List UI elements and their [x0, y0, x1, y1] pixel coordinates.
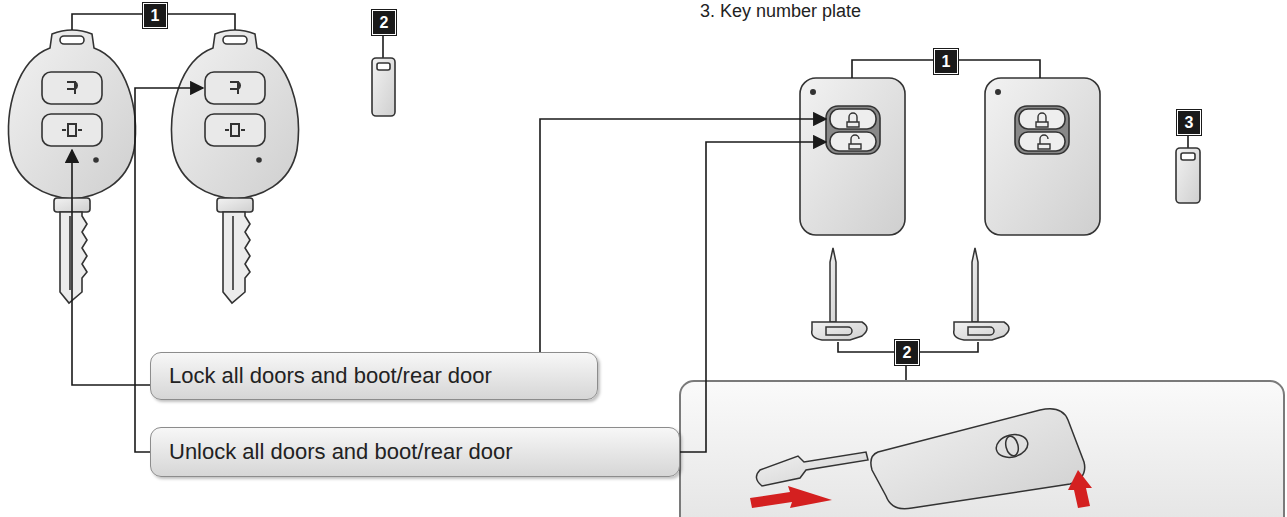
key-button: [205, 114, 265, 146]
label-box: Unlock all doors and boot/rear door: [150, 427, 680, 477]
key-head: [172, 30, 299, 199]
plate-body: [372, 58, 395, 116]
key-number-plate: [1176, 148, 1200, 203]
callout-number: 2: [895, 340, 919, 365]
indicator-dot: [94, 158, 98, 162]
callout-number: 1: [934, 49, 958, 74]
indicator-dot: [996, 90, 1000, 94]
leader-line: [382, 34, 384, 58]
brand-logo: [1004, 435, 1020, 457]
unlock-button: [830, 132, 876, 151]
button-icon: [62, 124, 82, 136]
button-icon: [849, 135, 861, 149]
mechanical-key-blade: [972, 248, 978, 322]
button-icon: [847, 113, 859, 127]
key-button: [42, 114, 102, 146]
mechanical-key: [812, 248, 867, 340]
smart-key-body: [800, 78, 905, 235]
plate-body: [1176, 148, 1200, 203]
leader-lines: [72, 88, 826, 452]
callout-panel: [680, 381, 1284, 517]
smart-key-body: [871, 409, 1085, 509]
leader-line: [905, 364, 907, 381]
label-text: Unlock all doors and boot/rear door: [151, 439, 531, 465]
leader-line: [72, 150, 150, 385]
key-ring-slot: [223, 36, 247, 44]
button-pad: [826, 106, 880, 154]
button-icon: [1036, 113, 1048, 127]
smart-key: [985, 78, 1100, 235]
callout-number: 1: [143, 3, 167, 28]
brand-logo: [994, 431, 1030, 460]
plate-hole: [1181, 153, 1195, 160]
mechanical-key-blade: [830, 248, 836, 322]
key-button: [205, 72, 265, 104]
callout-number: 3: [1177, 110, 1201, 135]
mechanical-key: [756, 452, 868, 486]
label-text: Lock all doors and boot/rear door: [151, 363, 510, 389]
mechanical-key-head: [954, 322, 1009, 340]
mechanical-key-head: [812, 322, 867, 340]
key-blade: [223, 212, 250, 303]
plate-hole: [377, 63, 390, 70]
blade-groove: [232, 216, 234, 290]
label-box: Lock all doors and boot/rear door: [150, 352, 598, 400]
leader-line: [680, 142, 826, 452]
conventional-key: [172, 30, 299, 303]
leader-line: [1187, 134, 1189, 148]
red-arrow: [1068, 470, 1092, 508]
key-ring-slot: [60, 36, 84, 44]
lock-button: [1019, 109, 1065, 129]
blade-groove: [69, 216, 71, 290]
button-pad: [1015, 106, 1069, 154]
indicator-dot: [811, 90, 815, 94]
smart-key-body: [985, 78, 1100, 235]
red-arrow: [750, 486, 832, 508]
key-button: [42, 72, 102, 104]
key-release-illustration: [750, 409, 1092, 509]
key-blade: [60, 212, 87, 303]
lock-button: [830, 109, 876, 129]
smart-key: [800, 78, 905, 235]
button-icon: [225, 124, 245, 136]
callout-number: 2: [372, 10, 396, 35]
button-icon: [1038, 135, 1050, 149]
button-icon: [230, 82, 240, 94]
part-caption: 3. Key number plate: [700, 1, 861, 22]
indicator-dot: [257, 158, 261, 162]
leader-line: [540, 119, 826, 352]
mechanical-key: [954, 248, 1009, 340]
key-number-plate: [372, 58, 395, 116]
unlock-button: [1019, 132, 1065, 151]
key-shoulder: [217, 198, 253, 212]
button-icon: [67, 82, 77, 94]
